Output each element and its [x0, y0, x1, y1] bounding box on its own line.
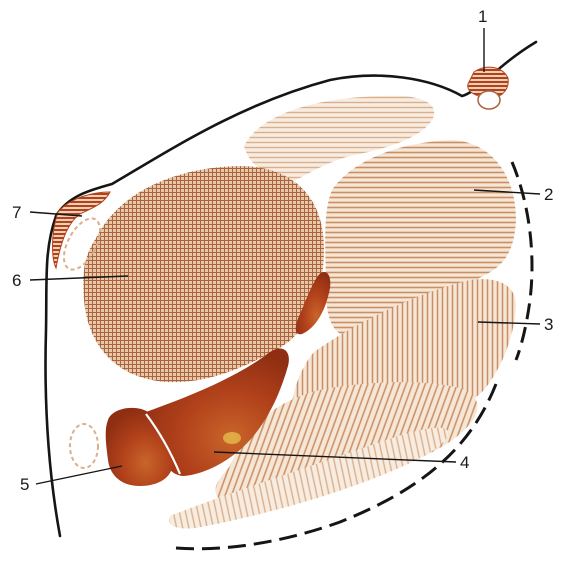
label-6: 6: [12, 271, 21, 290]
label-4: 4: [460, 453, 469, 472]
label-2: 2: [544, 185, 553, 204]
dashed-vessel-lower: [70, 424, 98, 468]
muscle-6: [83, 166, 324, 382]
muscle-4-highlight: [223, 432, 241, 444]
label-7: 7: [12, 203, 21, 222]
label-5: 5: [20, 475, 29, 494]
fascia-dashed-line: [512, 162, 532, 360]
label-3: 3: [544, 315, 553, 334]
label-1: 1: [478, 7, 487, 26]
leader-line-5: [36, 466, 122, 484]
structure-1-vessel: [478, 91, 500, 109]
